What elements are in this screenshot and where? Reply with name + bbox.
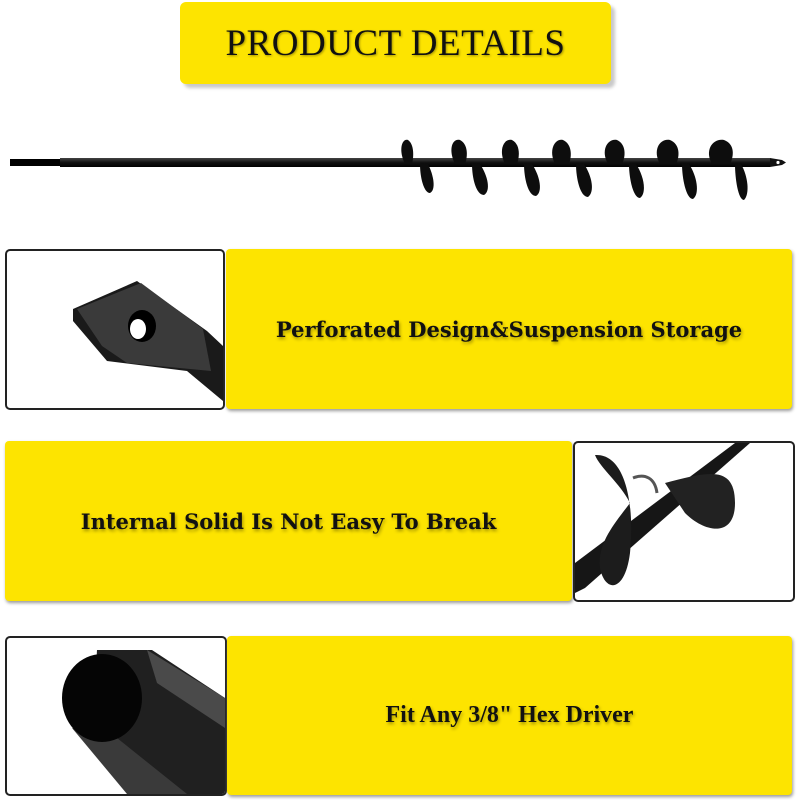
feature-internal-solid: Internal Solid Is Not Easy To Break: [5, 441, 572, 601]
feature-perforated-design: Perforated Design&Suspension Storage: [226, 249, 792, 409]
hex-shank-image: [5, 636, 227, 796]
feature-label: Internal Solid Is Not Easy To Break: [80, 508, 497, 534]
spiral-flight-image: [573, 441, 795, 602]
feature-hex-driver: Fit Any 3/8" Hex Driver: [227, 636, 792, 795]
perforated-tip-icon: [73, 281, 223, 401]
perforated-tip-image: [5, 249, 225, 410]
feature-label: Perforated Design&Suspension Storage: [275, 316, 743, 342]
title-banner: PRODUCT DETAILS: [180, 2, 611, 84]
hex-shank-icon: [62, 650, 225, 794]
auger-drill-bit-full-view-icon: [10, 138, 790, 208]
page-title: PRODUCT DETAILS: [225, 22, 566, 64]
spiral-flight-icon: [575, 443, 750, 593]
feature-label: Fit Any 3/8" Hex Driver: [385, 702, 634, 728]
